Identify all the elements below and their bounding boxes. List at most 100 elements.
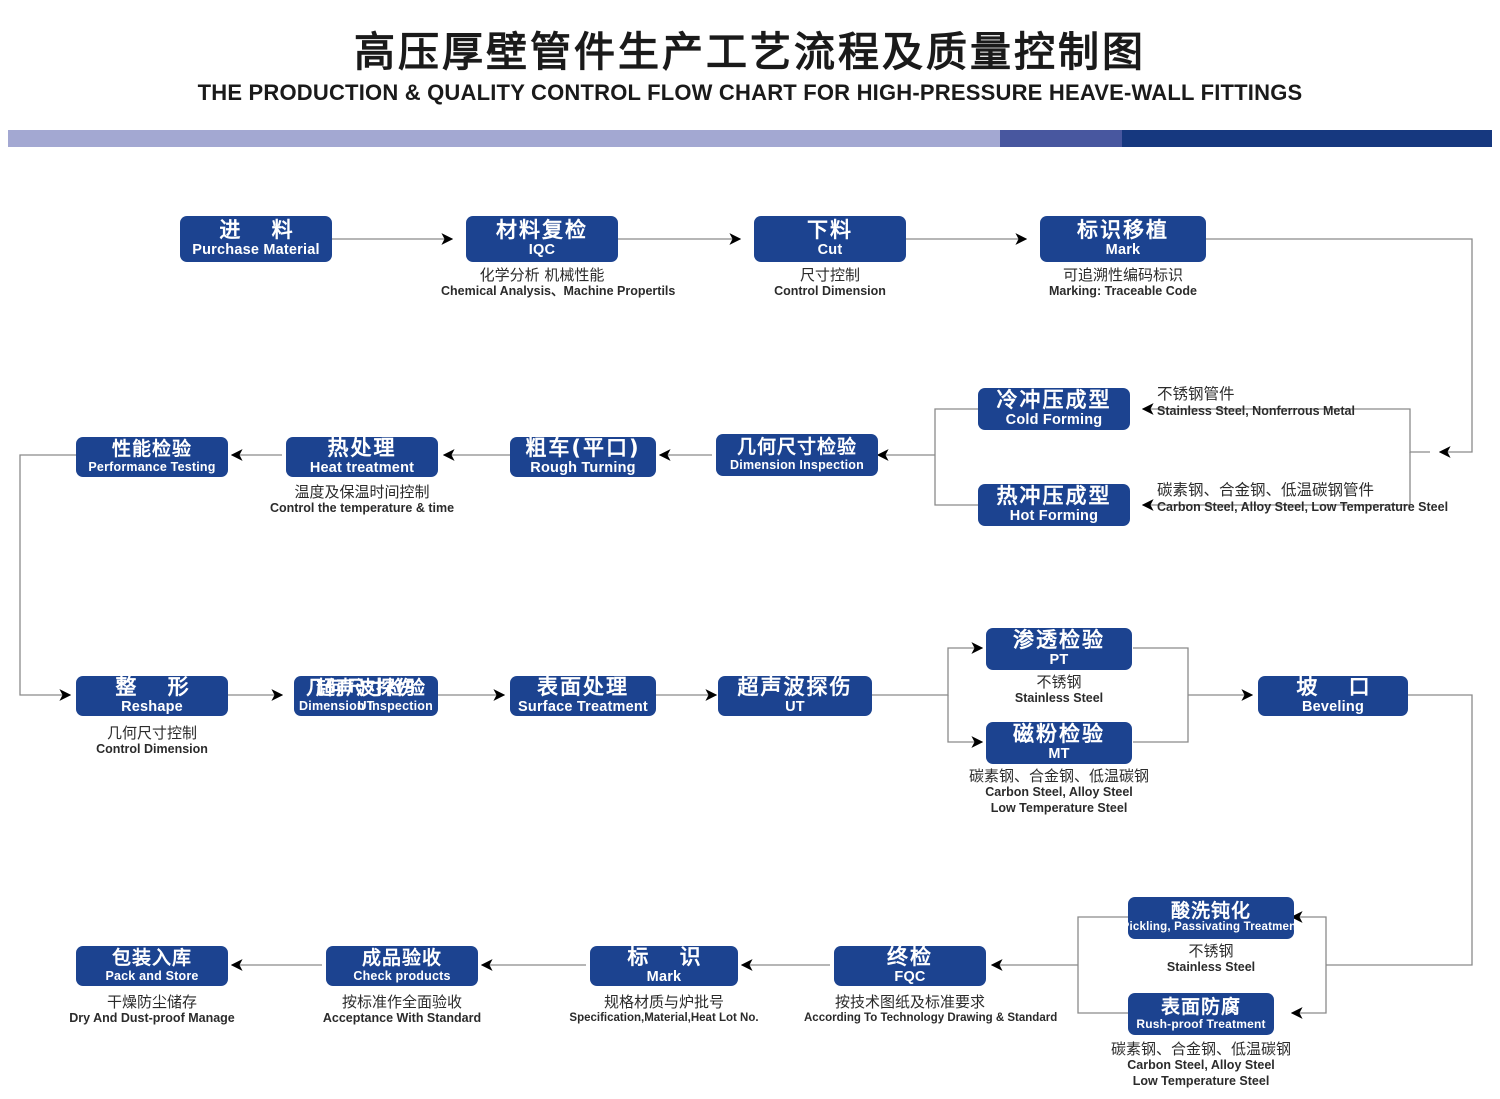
caption-rust-proof-treatment: 碳素钢、合金钢、低温碳钢 Carbon Steel, Alloy Steel L… (1100, 1040, 1302, 1089)
node-hot-forming[interactable]: 热冲压成型 Hot Forming (978, 484, 1130, 526)
node-dimension-inspection-1[interactable]: 几何尺寸检验 Dimension Inspection (716, 434, 878, 476)
caption-pack-and-store-en: Dry And Dust-proof Manage (69, 1011, 235, 1026)
node-dimension-inspection-2[interactable]: 几何尺寸检验 Dimension Inspection 超声波探伤 UT (294, 676, 438, 716)
node-ultrasonic-test-cn: 超声波探伤 (737, 675, 853, 700)
caption-magnetic-test: 碳素钢、合金钢、低温碳钢 Carbon Steel, Alloy Steel L… (958, 767, 1160, 816)
node-dimension-inspection-1-cn: 几何尺寸检验 (736, 436, 857, 459)
node-beveling-cn: 坡 口 (1296, 675, 1382, 700)
label-hot-material: 碳素钢、合金钢、低温碳钢管件 Carbon Steel, Alloy Steel… (1157, 481, 1448, 516)
caption-pickling-passivating: 不锈钢 Stainless Steel (1128, 942, 1294, 976)
caption-iqc-cn: 化学分析 机械性能 (479, 266, 605, 284)
node-hot-forming-en: Hot Forming (1009, 507, 1099, 524)
node-rough-turning[interactable]: 粗车(平口) Rough Turning (510, 437, 656, 477)
node-cut-cn: 下料 (807, 218, 853, 243)
caption-rust-proof-treatment-en: Carbon Steel, Alloy Steel (1127, 1058, 1275, 1073)
caption-final-inspection-en: According To Technology Drawing & Standa… (804, 1012, 1058, 1025)
caption-check-products: 按标准作全面验收 Acceptance With Standard (300, 993, 504, 1027)
header-bar-segment-dark (1122, 130, 1492, 147)
node-surface-treatment-cn: 表面处理 (537, 675, 629, 700)
caption-mark-transplant-en: Marking: Traceable Code (1049, 284, 1197, 299)
node-beveling[interactable]: 坡 口 Beveling (1258, 676, 1408, 716)
node-pack-and-store-en: Pack and Store (105, 968, 199, 983)
caption-iqc-en: Chemical Analysis、Machine Propertils (441, 284, 676, 299)
caption-penetrant-test-en: Stainless Steel (1014, 691, 1104, 706)
node-dimension-inspection-1-en: Dimension Inspection (730, 457, 864, 472)
node-ultrasonic-test[interactable]: 超声波探伤 UT (718, 676, 872, 716)
node-heat-treatment[interactable]: 热处理 Heat treatment (286, 437, 438, 477)
node-pack-and-store-cn: 包装入库 (111, 947, 192, 970)
caption-heat-treatment-cn: 温度及保温时间控制 (294, 483, 430, 501)
caption-cut-en: Control Dimension (774, 284, 886, 299)
node-pickling-passivating-en: Pickling, Passivating Treatment (1121, 921, 1301, 934)
node-mark-final[interactable]: 标 识 Mark (590, 946, 738, 986)
node-heat-treatment-en: Heat treatment (309, 459, 415, 476)
node-surface-treatment[interactable]: 表面处理 Surface Treatment (510, 676, 656, 716)
page-title-cn: 高压厚壁管件生产工艺流程及质量控制图 (354, 28, 1146, 76)
node-final-inspection-en: FQC (894, 968, 926, 985)
node-final-inspection[interactable]: 终检 FQC (834, 946, 986, 986)
caption-rust-proof-treatment-en2: Low Temperature Steel (1132, 1073, 1270, 1088)
node-purchase-material-en: Purchase Material (192, 241, 320, 258)
node-dimension-inspection-2-en: Dimension Inspection (299, 698, 433, 713)
caption-heat-treatment-en: Control the temperature & time (269, 501, 455, 516)
node-dimension-inspection-2-cn: 几何尺寸检验 (305, 677, 426, 700)
label-cold-material: 不锈钢管件 Stainless Steel, Nonferrous Metal (1157, 385, 1355, 420)
node-surface-treatment-en: Surface Treatment (518, 698, 648, 715)
caption-heat-treatment: 温度及保温时间控制 Control the temperature & time (261, 483, 463, 517)
node-performance-testing-cn: 性能检验 (111, 438, 192, 461)
caption-magnetic-test-en2: Low Temperature Steel (990, 800, 1128, 815)
node-rust-proof-treatment[interactable]: 表面防腐 Rush-proof Treatment (1128, 993, 1274, 1035)
node-pack-and-store[interactable]: 包装入库 Pack and Store (76, 946, 228, 986)
header-bar-segment-light (8, 130, 1000, 147)
node-mark-transplant-en: Mark (1105, 241, 1141, 258)
caption-rust-proof-treatment-cn: 碳素钢、合金钢、低温碳钢 (1110, 1040, 1291, 1058)
label-hot-material-cn: 碳素钢、合金钢、低温碳钢管件 (1157, 481, 1375, 499)
node-rough-turning-cn: 粗车(平口) (525, 436, 641, 461)
node-iqc-cn: 材料复检 (496, 218, 588, 243)
caption-magnetic-test-en: Carbon Steel, Alloy Steel (985, 785, 1133, 800)
node-reshape-en: Reshape (121, 698, 183, 715)
caption-penetrant-test-cn: 不锈钢 (1036, 673, 1082, 691)
caption-pickling-passivating-cn: 不锈钢 (1188, 942, 1234, 960)
node-cold-forming-cn: 冷冲压成型 (996, 388, 1112, 413)
caption-mark-transplant-cn: 可追溯性编码标识 (1062, 266, 1183, 284)
node-performance-testing-en: Performance Testing (88, 459, 216, 474)
page-title-en: THE PRODUCTION & QUALITY CONTROL FLOW CH… (197, 80, 1303, 105)
node-penetrant-test-en: PT (1049, 651, 1069, 668)
caption-mark-final: 规格材质与炉批号 Specification,Material,Heat Lot… (556, 993, 772, 1025)
caption-final-inspection-cn: 按技术图纸及标准要求 (834, 993, 985, 1011)
node-cut-en: Cut (817, 241, 843, 258)
node-hot-forming-cn: 热冲压成型 (996, 484, 1112, 509)
node-iqc[interactable]: 材料复检 IQC (466, 216, 618, 262)
node-performance-testing[interactable]: 性能检验 Performance Testing (76, 437, 228, 477)
caption-pack-and-store-cn: 干燥防尘储存 (106, 993, 197, 1011)
node-ultrasonic-test-en: UT (785, 698, 805, 715)
node-magnetic-test-cn: 磁粉检验 (1013, 722, 1105, 747)
node-mark-transplant[interactable]: 标识移植 Mark (1040, 216, 1206, 262)
node-check-products-cn: 成品验收 (361, 947, 442, 970)
node-check-products[interactable]: 成品验收 Check products (326, 946, 478, 986)
node-cut[interactable]: 下料 Cut (754, 216, 906, 262)
node-magnetic-test-en: MT (1048, 745, 1070, 762)
node-penetrant-test[interactable]: 渗透检验 PT (986, 628, 1132, 670)
node-purchase-material[interactable]: 进 料 Purchase Material (180, 216, 332, 262)
node-beveling-en: Beveling (1301, 698, 1365, 715)
caption-check-products-en: Acceptance With Standard (322, 1011, 482, 1026)
caption-pickling-passivating-en: Stainless Steel (1166, 960, 1256, 975)
node-pickling-passivating[interactable]: 酸洗钝化 Pickling, Passivating Treatment (1122, 897, 1300, 939)
node-heat-treatment-cn: 热处理 (327, 436, 397, 461)
header-bar-segment-medium (1000, 130, 1122, 147)
caption-iqc: 化学分析 机械性能 Chemical Analysis、Machine Prop… (441, 266, 676, 300)
label-hot-material-en: Carbon Steel, Alloy Steel, Low Temperatu… (1157, 500, 1449, 515)
node-reshape[interactable]: 整 形 Reshape (76, 676, 228, 716)
node-magnetic-test[interactable]: 磁粉检验 MT (986, 722, 1132, 764)
node-mark-transplant-cn: 标识移植 (1077, 218, 1169, 243)
caption-cut: 尺寸控制 Control Dimension (729, 266, 931, 300)
label-cold-material-cn: 不锈钢管件 (1157, 385, 1235, 403)
caption-mark-final-en: Specification,Material,Heat Lot No. (569, 1012, 759, 1025)
node-cold-forming[interactable]: 冷冲压成型 Cold Forming (978, 388, 1130, 430)
caption-reshape: 几何尺寸控制 Control Dimension (60, 724, 244, 758)
node-penetrant-test-cn: 渗透检验 (1013, 628, 1105, 653)
node-purchase-material-cn: 进 料 (219, 218, 305, 243)
